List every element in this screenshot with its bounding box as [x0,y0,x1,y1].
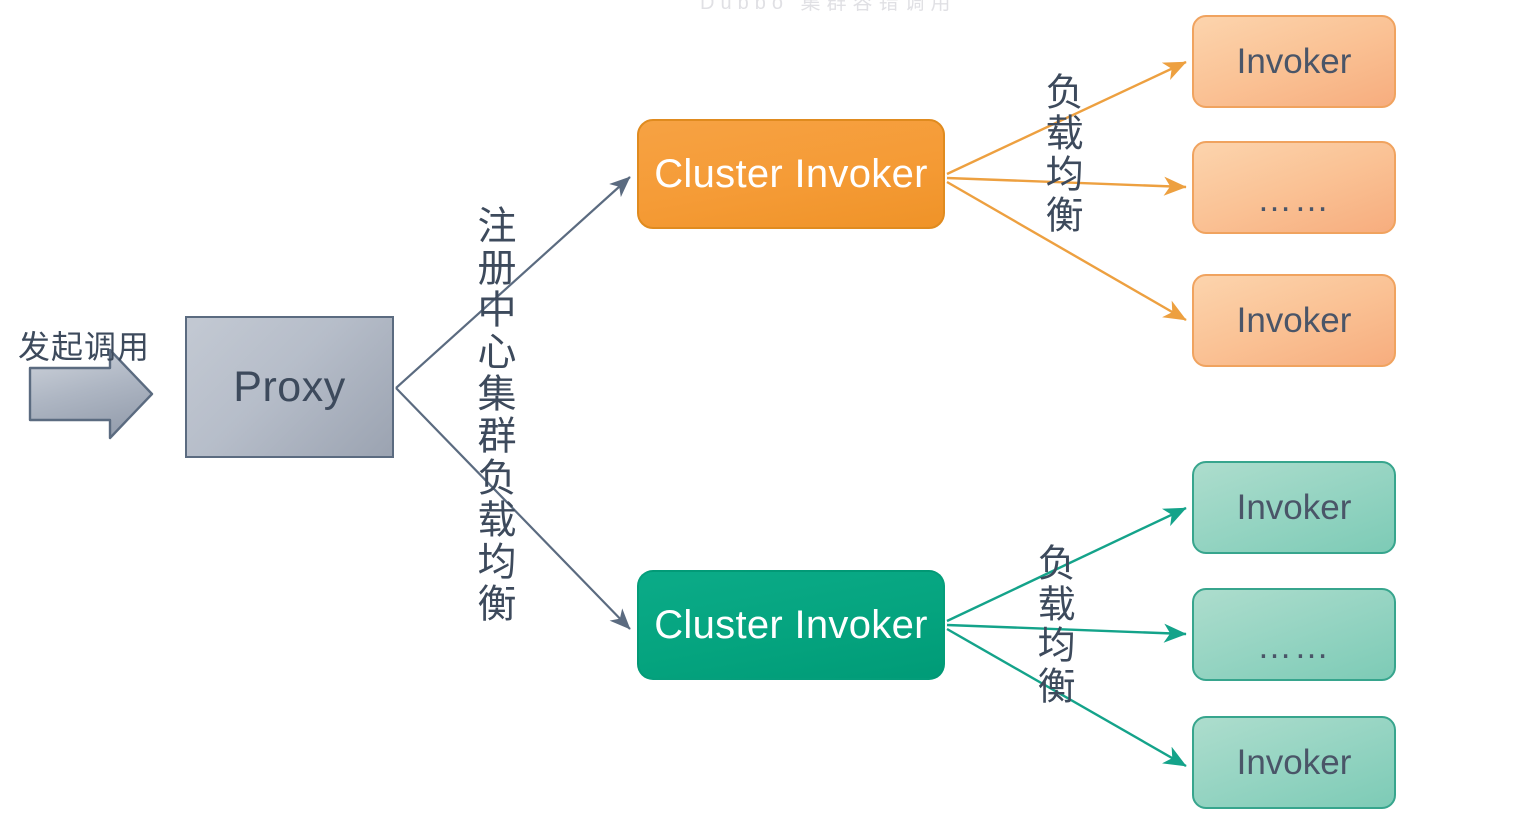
clipped-title-text: Dubbo 集群容错调用 [700,0,957,14]
invoker-orange-3[interactable]: Invoker [1192,274,1396,367]
load-balance-label-green: 负载均衡 [1031,543,1074,707]
invoker-orange-2[interactable]: …… [1192,141,1396,234]
load-balance-label-orange: 负载均衡 [1039,72,1082,236]
cluster-invoker-orange-node[interactable]: Cluster Invoker [637,119,945,229]
registry-edge-label: 注册中心集群负载均衡 [472,205,516,625]
invoker-orange-1-label: Invoker [1236,41,1352,81]
invoker-green-3-label: Invoker [1236,742,1352,782]
invoker-orange-1[interactable]: Invoker [1192,15,1396,108]
invoker-orange-3-label: Invoker [1236,300,1352,340]
cluster-invoker-green-label: Cluster Invoker [654,602,928,647]
entry-call-label: 发起调用 [18,329,151,365]
proxy-label: Proxy [233,362,346,411]
cluster-invoker-orange-label: Cluster Invoker [654,151,928,196]
invoker-green-1[interactable]: Invoker [1192,461,1396,554]
proxy-node[interactable]: Proxy [185,316,394,458]
invoker-green-1-label: Invoker [1236,487,1352,527]
invoker-green-3[interactable]: Invoker [1192,716,1396,809]
invoker-orange-2-label: …… [1257,179,1331,219]
invoker-green-2[interactable]: …… [1192,588,1396,681]
cluster-invoker-green-node[interactable]: Cluster Invoker [637,570,945,680]
invoker-green-2-label: …… [1257,626,1331,666]
